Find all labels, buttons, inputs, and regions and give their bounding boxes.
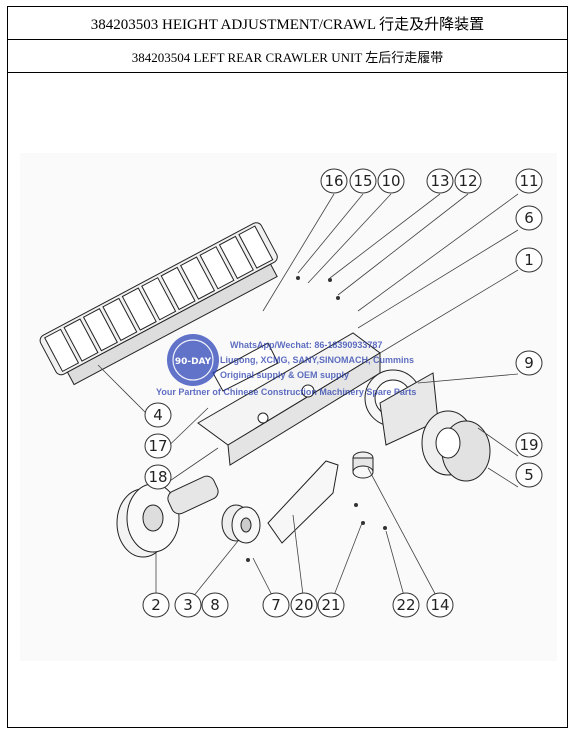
diagram-svg: 16 15 10 13 12 11 6 1 9 4 17 18 19 5 2 3… (20, 153, 557, 661)
callout-9-label: 9 (524, 354, 534, 372)
callout-17-label: 17 (148, 437, 167, 455)
callout-19: 19 (515, 432, 543, 458)
gear-motor (421, 410, 491, 482)
leader-lines (97, 193, 519, 604)
watermark: 90-DAY WhatsApp/Wechat: 86-18390933787 L… (156, 334, 416, 397)
callout-13-label: 13 (430, 172, 449, 190)
page-title: 384203503 HEIGHT ADJUSTMENT/CRAWL 行走及升降装… (8, 7, 567, 40)
watermark-line-1: WhatsApp/Wechat: 86-18390933787 (230, 340, 382, 350)
watermark-line-2: Liugong, XCMG, SANY,SINOMACH, Cummins (220, 355, 414, 365)
callout-21-label: 21 (321, 596, 340, 614)
callout-22: 22 (392, 592, 420, 618)
callout-1: 1 (515, 247, 543, 273)
callout-20-label: 20 (294, 596, 313, 614)
callout-19-label: 19 (519, 436, 538, 454)
callout-8: 8 (201, 592, 229, 618)
callout-5-label: 5 (524, 466, 534, 484)
callout-15: 15 (349, 168, 377, 194)
callout-11-label: 11 (519, 172, 538, 190)
roller (221, 504, 261, 544)
callout-10-label: 10 (381, 172, 400, 190)
callout-12: 12 (454, 168, 482, 194)
callout-6-label: 6 (524, 209, 534, 227)
callout-17: 17 (144, 433, 172, 459)
callout-18: 18 (144, 464, 172, 490)
callout-15-label: 15 (353, 172, 372, 190)
drawing-frame: 384203503 HEIGHT ADJUSTMENT/CRAWL 行走及升降装… (7, 6, 568, 728)
page-subtitle: 384203504 LEFT REAR CRAWLER UNIT 左后行走履带 (8, 40, 567, 73)
callout-4-label: 4 (153, 406, 163, 424)
callout-2: 2 (142, 592, 170, 618)
callout-8-label: 8 (210, 596, 220, 614)
exploded-diagram: 16 15 10 13 12 11 6 1 9 4 17 18 19 5 2 3… (8, 73, 567, 727)
callout-12-label: 12 (458, 172, 477, 190)
callout-5: 5 (515, 462, 543, 488)
watermark-badge (167, 334, 219, 386)
watermark-line-4: Your Partner of Chinese Construction Mac… (156, 387, 416, 397)
bushing (352, 451, 374, 479)
bolts (246, 276, 387, 562)
callout-20: 20 (290, 592, 318, 618)
callout-9: 9 (515, 350, 543, 376)
idler-wheel (116, 475, 219, 558)
callout-2-label: 2 (151, 596, 161, 614)
sprocket (364, 369, 439, 446)
callout-6: 6 (515, 205, 543, 231)
callout-14: 14 (426, 592, 454, 618)
callout-4: 4 (144, 402, 172, 428)
callout-7: 7 (262, 592, 290, 618)
callout-22-label: 22 (396, 596, 415, 614)
callout-7-label: 7 (271, 596, 281, 614)
callout-3-label: 3 (183, 596, 193, 614)
callout-21: 21 (317, 592, 345, 618)
watermark-line-3: Original supply & OEM supply (220, 370, 349, 380)
guard-plate (267, 460, 339, 544)
callout-1-label: 1 (524, 251, 534, 269)
watermark-badge-text: 90-DAY (175, 357, 212, 367)
main-frame (197, 332, 381, 466)
callout-3: 3 (174, 592, 202, 618)
callout-16-label: 16 (324, 172, 343, 190)
callout-10: 10 (377, 168, 405, 194)
crawler-track (39, 222, 278, 386)
callout-11: 11 (515, 168, 543, 194)
callout-14-label: 14 (430, 596, 449, 614)
callout-18-label: 18 (148, 468, 167, 486)
callout-13: 13 (426, 168, 454, 194)
callout-16: 16 (320, 168, 348, 194)
